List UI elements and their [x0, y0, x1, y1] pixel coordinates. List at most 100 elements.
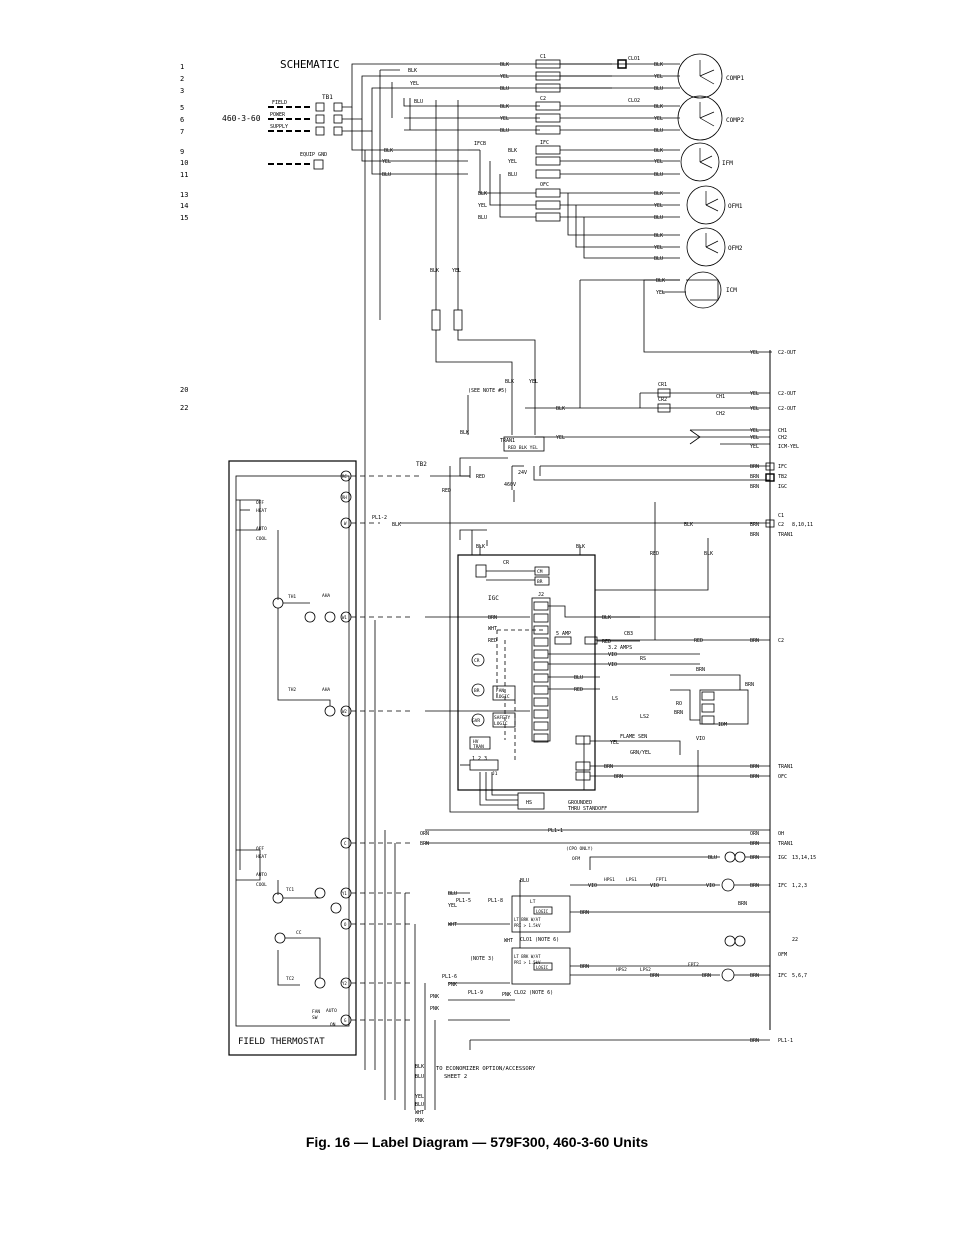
line-num: 22: [180, 404, 188, 412]
safety-logic-2: LOGIC: [494, 721, 508, 727]
ifcb-label: IFCB: [474, 141, 486, 147]
wire-label: BLK: [704, 551, 713, 557]
wire-label: BLU: [382, 172, 391, 178]
wire-label: BRN: [580, 910, 589, 916]
hs-label: HS: [526, 800, 532, 806]
right-label: C2: [778, 638, 784, 644]
see-note-label: (SEE NOTE #5): [468, 388, 507, 394]
to-econ-label: TO ECONOMIZER OPTION/ACCESSORY: [436, 1066, 536, 1072]
line-num: 5: [180, 104, 184, 112]
wire-label: BRN: [580, 964, 589, 970]
ls-label: LS: [612, 696, 618, 702]
tstat-opt-3: AUTO: [256, 526, 267, 532]
tstat-opt-4: COOL: [256, 536, 267, 542]
schematic-title: SCHEMATIC: [280, 58, 340, 71]
wire-label: RED: [442, 488, 451, 494]
wire-label: BLK: [508, 148, 517, 154]
right-label: CH2: [778, 435, 787, 441]
contactor-ifc: IFC: [540, 140, 549, 146]
power-label: POWER: [270, 112, 286, 118]
wire-label: YEL: [750, 435, 759, 441]
j1-label: J1: [492, 771, 498, 777]
supply-voltage: 460-3-60: [222, 114, 261, 123]
wire-label: YEL: [415, 1094, 424, 1100]
wire-label: BLU: [414, 99, 423, 105]
j2-label: J2: [538, 592, 544, 598]
wire-label: YEL: [556, 435, 565, 441]
wire-label: YEL: [529, 379, 538, 385]
flame-sen-label: FLAME SEN: [620, 734, 647, 740]
lt-brk-2: PRI > 1.5kV: [514, 923, 541, 928]
terminal-g: G: [344, 1018, 347, 1023]
idm-label: IDM: [718, 722, 727, 728]
wire-label: BLK: [654, 233, 663, 239]
wire-label: YEL: [750, 428, 759, 434]
lps1-label: LPS1: [626, 877, 637, 883]
wire-label: PNK: [502, 992, 511, 998]
fan-logic-2: LOGIC: [496, 694, 510, 700]
fan-opt-on: ON: [330, 1022, 336, 1028]
wire-label: BRN: [696, 667, 705, 673]
wire-label: ORN: [750, 831, 759, 837]
ro-label: RO: [676, 701, 682, 707]
wire-label: BLU: [654, 172, 663, 178]
terminal-rh: RH: [342, 495, 347, 500]
wire-label: BLU: [478, 215, 487, 221]
cb3-rating: 3.2 AMPS: [608, 645, 632, 651]
cpo-only-label: (CPO ONLY): [566, 846, 593, 852]
right-label: ICM-YEL: [778, 444, 799, 450]
wire-label: VIO: [588, 883, 597, 889]
wire-label: YEL: [382, 159, 391, 165]
wire-label: BLK: [415, 1064, 424, 1070]
tstat-opt-2: HEAT: [256, 508, 267, 514]
wire-label: GRN/YEL: [630, 750, 651, 756]
pl1-2-label: PL1-2: [372, 515, 387, 521]
wire-label: BLK: [576, 544, 585, 550]
cr-label: CR: [474, 658, 480, 664]
wire-label: BRN: [488, 615, 497, 621]
wire-label: YEL: [410, 81, 419, 87]
wire-label: YEL: [654, 245, 663, 251]
pl1-8-label: PL1-8: [488, 898, 503, 904]
lt-brk-1: LT BRK W/AT: [514, 917, 541, 922]
right-label: 8,10,11: [792, 522, 813, 528]
rs-label: RS: [640, 656, 646, 662]
hv-tran-1: HV: [473, 739, 479, 745]
wire-label: WHT: [415, 1110, 424, 1116]
tb2-label: TB2: [416, 461, 427, 468]
wire-label: BRN: [745, 682, 754, 688]
wire-label: YEL: [654, 203, 663, 209]
wire-label: BRN: [750, 973, 759, 979]
gvr-label: GVR: [472, 718, 480, 724]
aha-label: AHA: [322, 593, 330, 599]
lt-label: LT: [530, 899, 536, 905]
logic-label: LOGIC: [536, 965, 549, 970]
wire-label: WHT: [488, 626, 497, 632]
cc-label: CC: [296, 930, 302, 936]
terminal-y1: Y1: [342, 891, 347, 896]
motor-comp2: COMP2: [726, 117, 744, 124]
lead-br-label: BR: [537, 579, 543, 585]
line-num: 1: [180, 63, 184, 71]
wire-label: YEL: [500, 116, 509, 122]
cr1-label: CR1: [658, 382, 667, 388]
sheet2-label: SHEET 2: [444, 1074, 467, 1080]
supply-label: SUPPLY: [270, 124, 288, 130]
line-num: 3: [180, 87, 184, 95]
right-label: IFC: [778, 883, 787, 889]
motor-ofm1: OFM1: [728, 203, 743, 210]
lead-cm-label: CM: [537, 569, 543, 575]
lps2-label: LPS2: [640, 967, 651, 973]
wire-label: BRN: [750, 638, 759, 644]
wire-label: BRN: [750, 841, 759, 847]
fpt1-label: FPT1: [656, 877, 667, 883]
line-num: 2: [180, 75, 184, 83]
wire-label: BLU: [500, 86, 509, 92]
right-label: C2: [778, 522, 784, 528]
wire-label: YEL: [654, 116, 663, 122]
wire-label: BLU: [654, 86, 663, 92]
wire-label: BRN: [650, 973, 659, 979]
right-label: TRAN1: [778, 841, 793, 847]
wire-label: VIO: [608, 652, 617, 658]
